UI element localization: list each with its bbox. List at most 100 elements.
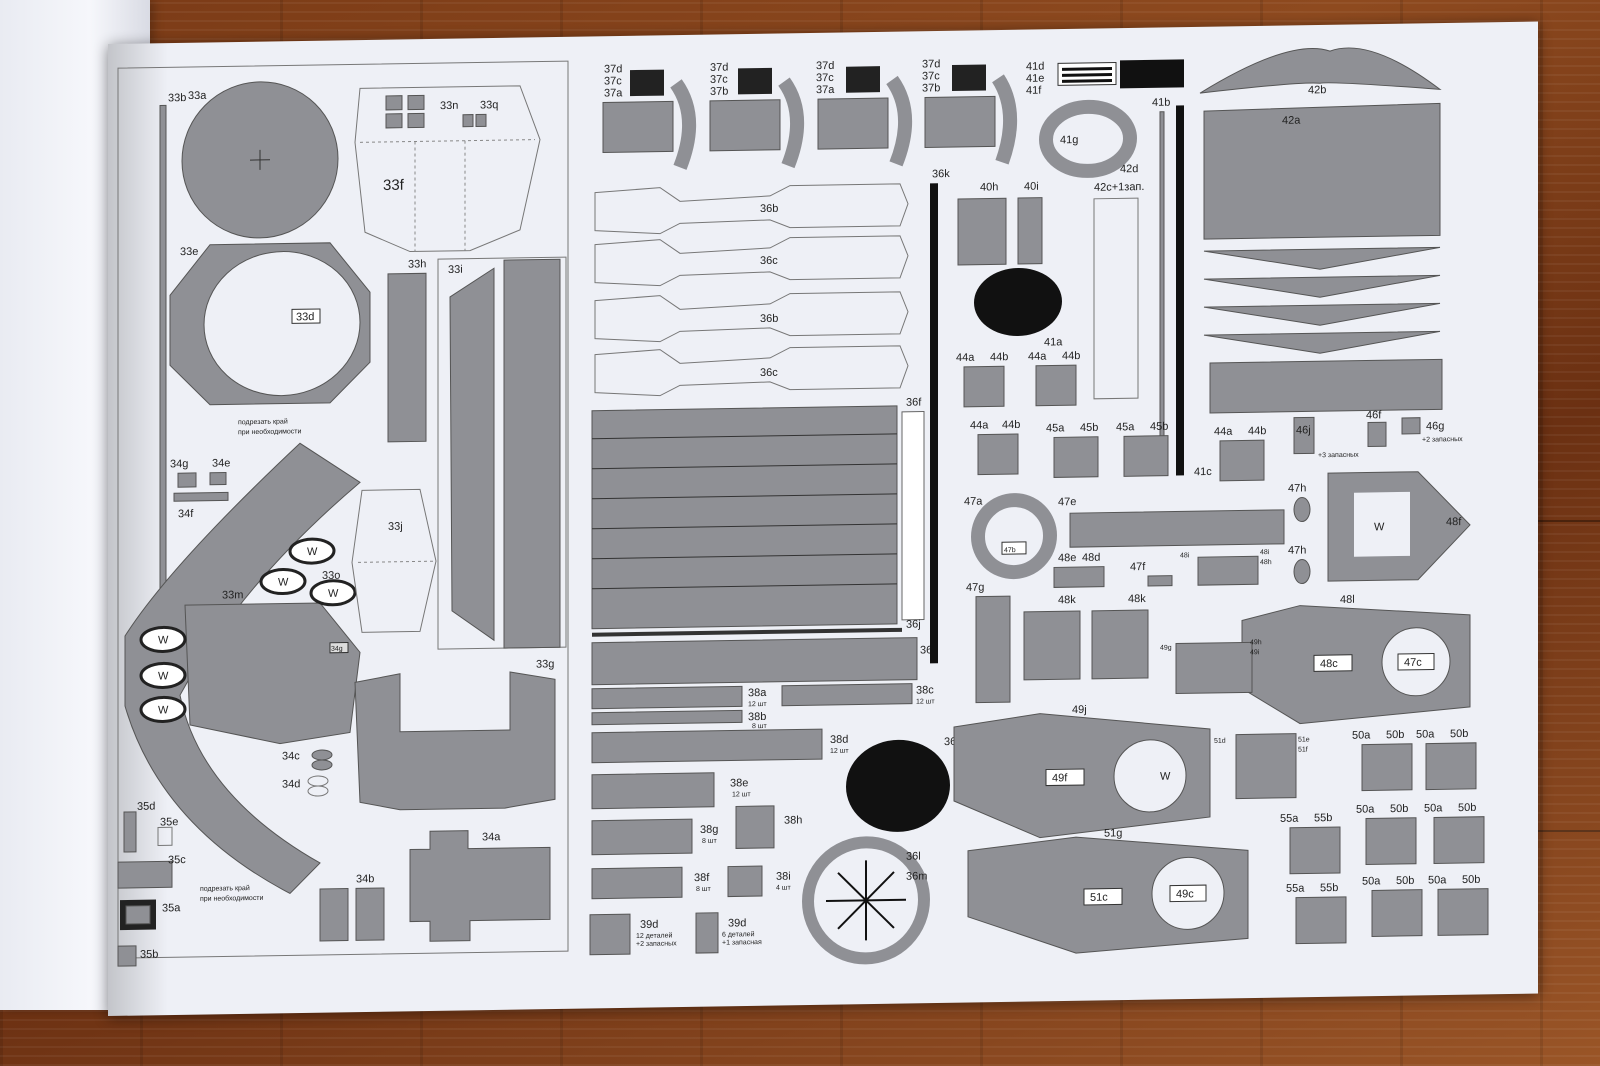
svg-text:40i: 40i — [1024, 181, 1039, 193]
svg-text:37d: 37d — [922, 58, 940, 70]
part-36e: 36f 36j 36g — [591, 397, 938, 686]
label-33b: 33b — [168, 92, 186, 104]
label-34c: 34c — [282, 750, 300, 762]
svg-text:49h: 49h — [1250, 639, 1262, 646]
svg-text:37c: 37c — [710, 74, 728, 86]
svg-text:36m: 36m — [906, 870, 927, 882]
svg-text:38f: 38f — [694, 872, 710, 884]
label-35d: 35d — [137, 801, 155, 813]
svg-text:50b: 50b — [1450, 728, 1468, 740]
svg-text:47f: 47f — [1130, 561, 1146, 573]
svg-text:38e: 38e — [730, 777, 748, 789]
part-33i: 33i — [437, 256, 567, 650]
svg-text:48k: 48k — [1058, 594, 1076, 606]
svg-text:51g: 51g — [1104, 827, 1122, 839]
part-33e: 33e 33d — [169, 242, 371, 406]
svg-text:W: W — [278, 576, 289, 588]
svg-text:36c: 36c — [760, 367, 778, 379]
svg-text:47e: 47e — [1058, 496, 1076, 508]
svg-text:44b: 44b — [1002, 419, 1020, 431]
svg-text:38g: 38g — [700, 824, 718, 836]
svg-text:37a: 37a — [604, 87, 623, 99]
svg-text:51d: 51d — [1214, 738, 1226, 745]
part-33g: 33g — [354, 658, 556, 811]
svg-text:48i: 48i — [1180, 552, 1190, 559]
svg-text:37d: 37d — [816, 60, 834, 72]
svg-text:50a: 50a — [1416, 728, 1435, 740]
svg-text:37b: 37b — [922, 82, 940, 94]
svg-text:48f: 48f — [1446, 516, 1462, 528]
svg-text:42c+1зап.: 42c+1зап. — [1094, 181, 1144, 194]
svg-text:4 шт: 4 шт — [776, 885, 791, 892]
svg-text:W: W — [307, 546, 318, 558]
svg-text:46f: 46f — [1366, 409, 1382, 421]
part-47: 47a 47b 47e 47h 47h 47g — [964, 482, 1311, 704]
label-33i: 33i — [448, 264, 463, 276]
svg-text:50a: 50a — [1362, 875, 1381, 887]
svg-text:44b: 44b — [990, 351, 1008, 363]
svg-text:12 деталей: 12 деталей — [636, 931, 672, 940]
label-36f: 36f — [906, 397, 922, 409]
label-33j: 33j — [388, 521, 403, 533]
part-36l-36m: 36l 36m — [802, 836, 930, 965]
svg-text:37b: 37b — [710, 86, 728, 98]
svg-text:+2 запасных: +2 запасных — [1422, 436, 1463, 444]
svg-text:37c: 37c — [922, 70, 940, 82]
svg-text:8 шт: 8 шт — [752, 723, 767, 730]
svg-text:45b: 45b — [1080, 422, 1098, 434]
part-37-group: 37d 37c 37a 37d 37c 37b 37d 37c 37a 37d … — [602, 58, 1018, 170]
svg-text:45a: 45a — [1046, 422, 1065, 434]
svg-text:47b: 47b — [1004, 547, 1016, 554]
svg-text:47c: 47c — [1404, 657, 1422, 669]
label-33a: 33a — [188, 90, 207, 102]
svg-text:45a: 45a — [1116, 421, 1135, 433]
note-cut-edge-1: подрезать край — [238, 417, 288, 426]
svg-text:55b: 55b — [1314, 812, 1332, 824]
part-34a: 34a — [409, 830, 551, 942]
svg-text:39d: 39d — [728, 917, 746, 929]
svg-text:39d: 39d — [640, 919, 658, 931]
svg-text:36b: 36b — [760, 313, 778, 325]
part-33j: 33j — [351, 488, 437, 633]
note-if-needed-2: при необходимости — [200, 894, 264, 903]
label-34f: 34f — [178, 508, 194, 520]
left-frame — [117, 60, 569, 959]
svg-text:38b: 38b — [748, 711, 766, 723]
svg-text:44b: 44b — [1062, 350, 1080, 362]
svg-text:44a: 44a — [970, 419, 989, 431]
svg-text:47a: 47a — [964, 496, 983, 508]
svg-text:41c: 41c — [1194, 466, 1212, 478]
svg-text:47h: 47h — [1288, 482, 1306, 494]
svg-text:+3 запасных: +3 запасных — [1318, 452, 1359, 460]
label-33g: 33g — [536, 658, 554, 670]
svg-text:49f: 49f — [1052, 772, 1068, 784]
svg-text:50a: 50a — [1352, 729, 1371, 741]
svg-text:12 шт: 12 шт — [916, 698, 935, 705]
svg-text:48k: 48k — [1128, 593, 1146, 605]
svg-text:38a: 38a — [748, 687, 767, 699]
svg-text:+1 запасная: +1 запасная — [722, 939, 762, 947]
svg-text:42d: 42d — [1120, 163, 1138, 175]
svg-text:12 шт: 12 шт — [732, 791, 751, 798]
label-33m: 33m — [222, 589, 243, 601]
label-35a: 35a — [162, 902, 181, 914]
svg-text:12 шт: 12 шт — [830, 748, 849, 755]
label-36j: 36j — [906, 619, 921, 631]
svg-text:41a: 41a — [1044, 336, 1063, 348]
svg-text:36c: 36c — [760, 255, 778, 267]
washer-w: W W W — [139, 625, 187, 723]
svg-text:48i: 48i — [1260, 549, 1270, 556]
svg-text:50b: 50b — [1462, 874, 1480, 886]
label-34a: 34a — [482, 831, 501, 843]
svg-text:41e: 41e — [1026, 73, 1044, 85]
strip-36k — [930, 183, 938, 664]
svg-text:42b: 42b — [1308, 84, 1326, 96]
part-40: 40h 40i — [957, 181, 1043, 266]
note-if-needed-1: при необходимости — [238, 427, 302, 436]
svg-text:50a: 50a — [1356, 803, 1375, 815]
svg-text:49j: 49j — [1072, 704, 1087, 716]
